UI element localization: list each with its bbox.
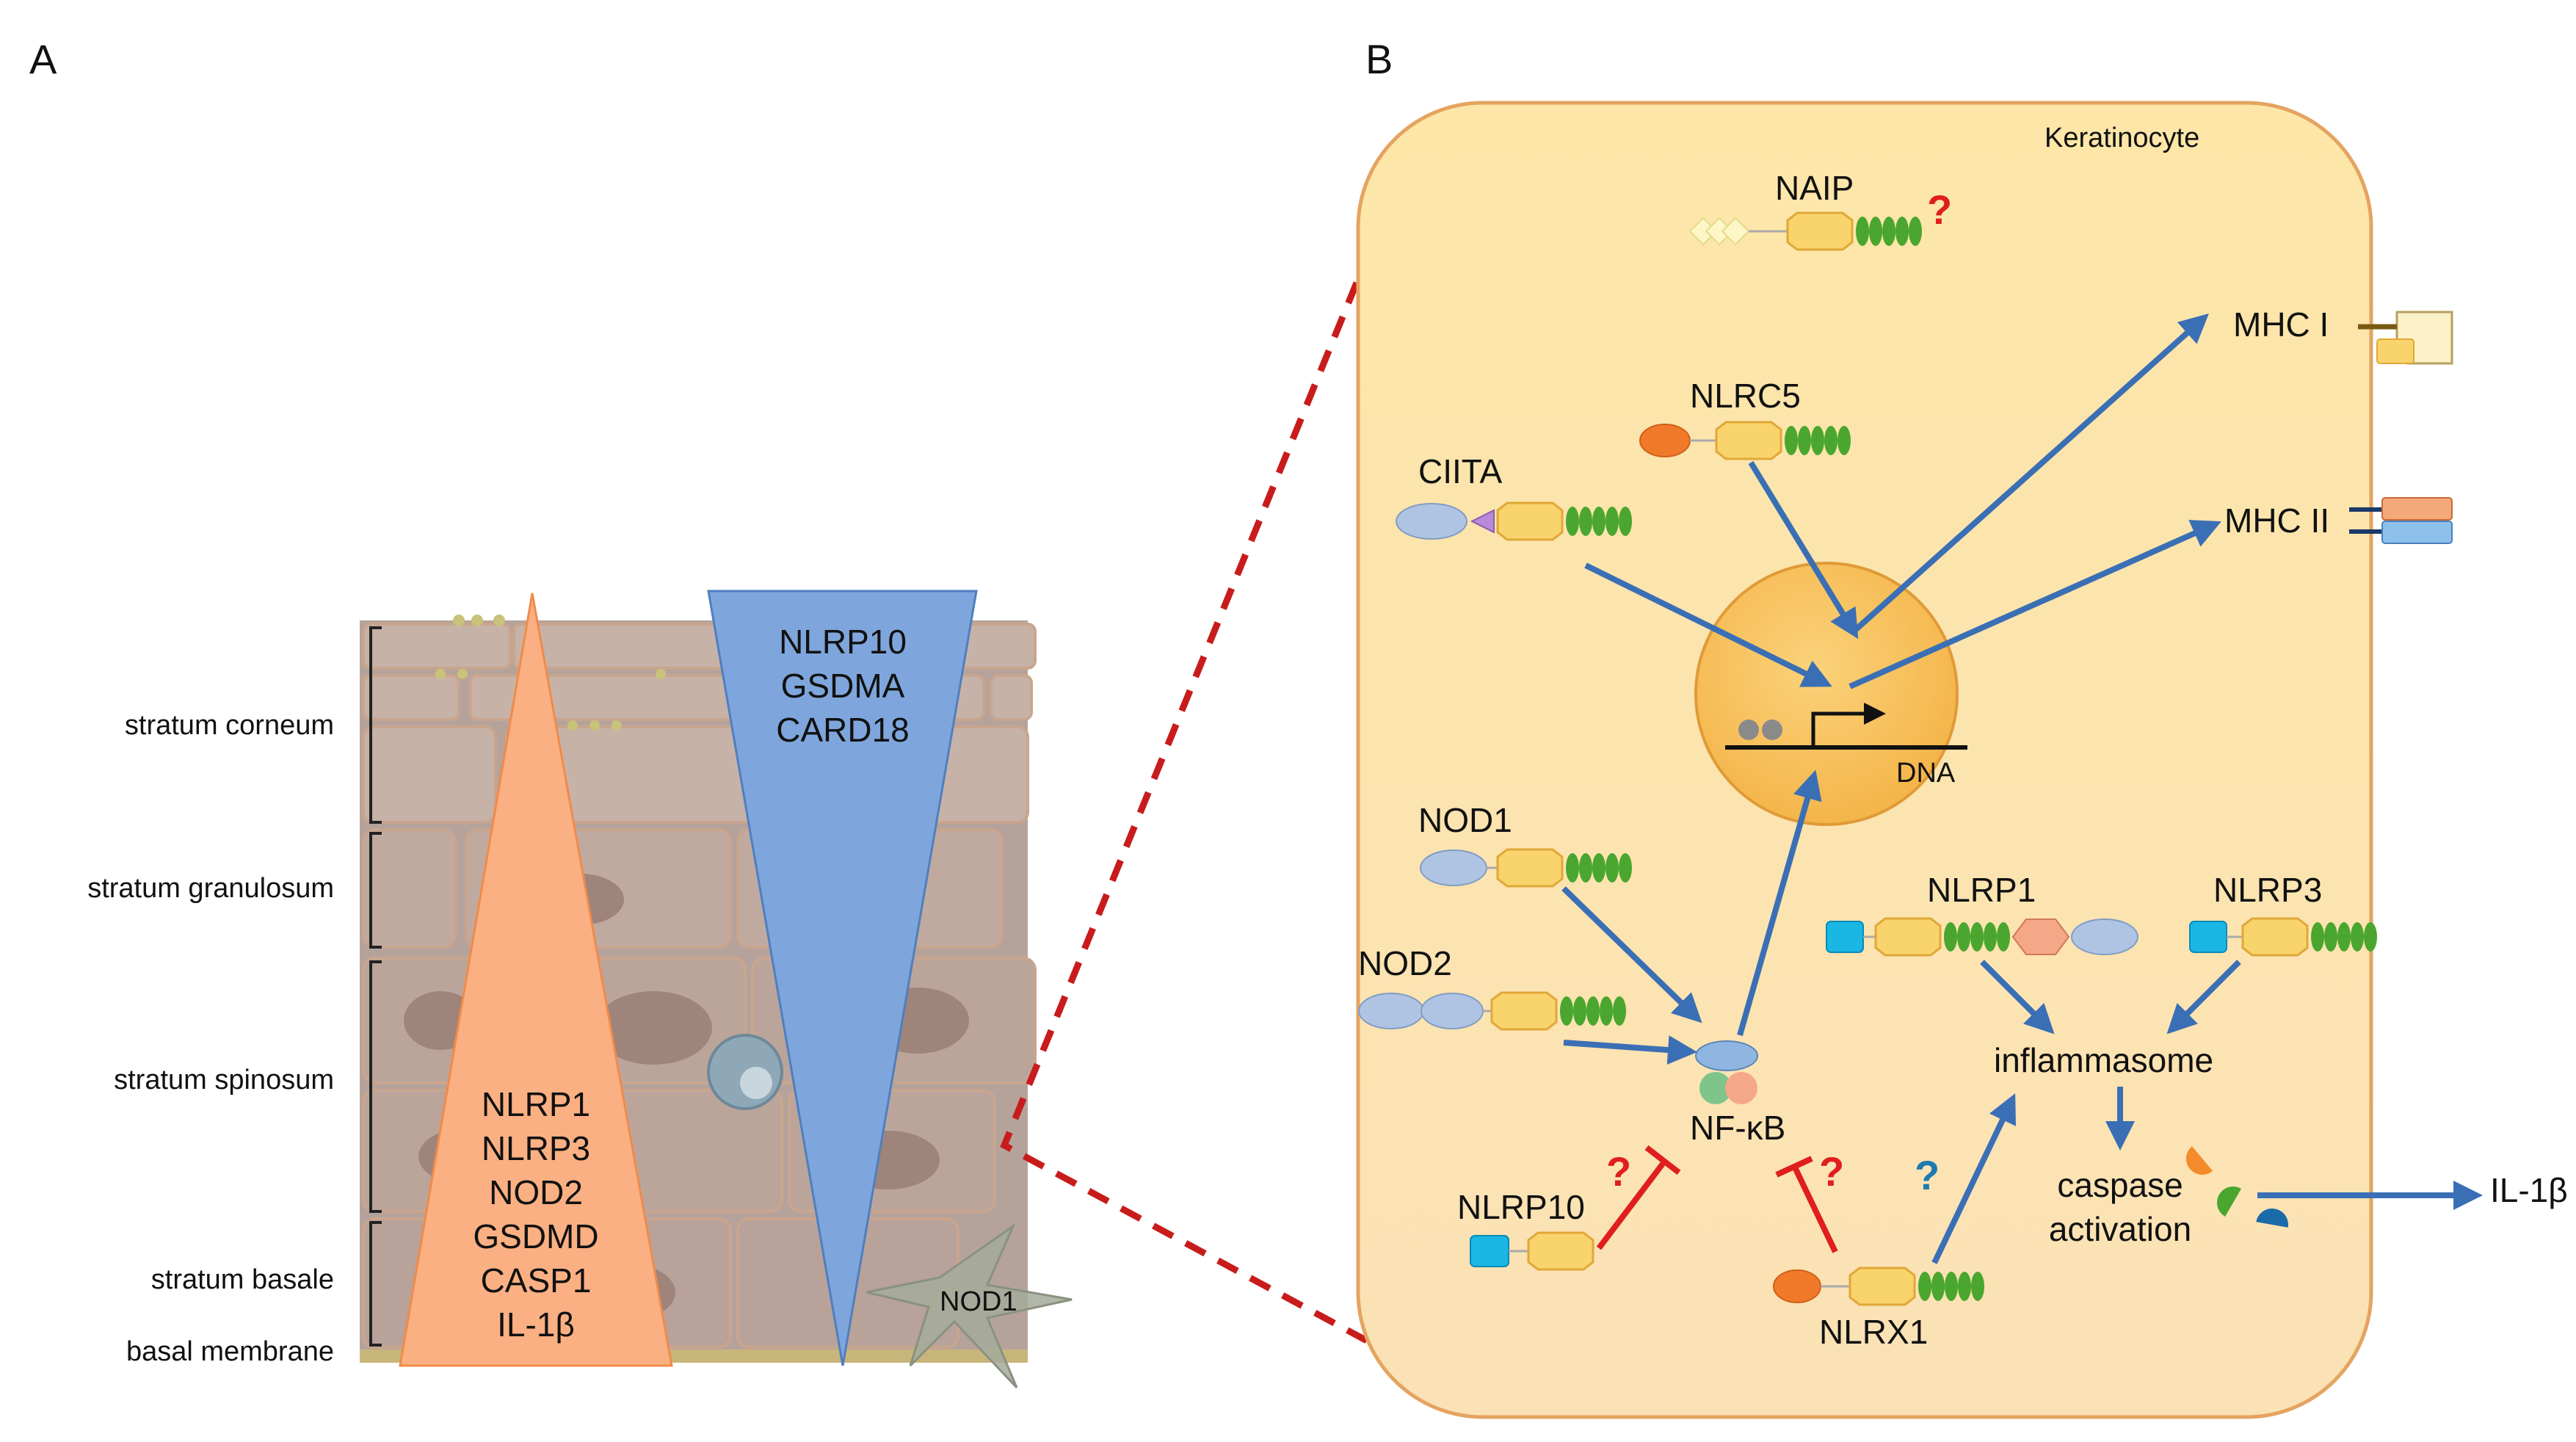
panel-label-a: A — [29, 36, 57, 82]
blue-label-2: GSDMA — [781, 667, 905, 705]
panel-label-b: B — [1365, 36, 1393, 82]
nlrp10-protein — [1470, 1231, 1594, 1271]
inhibit-nlrx1-nfkb — [1792, 1166, 1838, 1253]
dna-strand — [1725, 703, 1967, 750]
naip-question: ? — [1927, 186, 1952, 233]
nlrc5-protein — [1639, 421, 1851, 460]
ciita-protein — [1396, 501, 1632, 541]
arrow-nfkb-to-dna — [1737, 769, 1822, 1037]
orange-label-6: IL-1β — [497, 1305, 575, 1344]
layer-label-granulosum: stratum granulosum — [87, 873, 334, 904]
arrow-nlrp1-to-inflammasome — [1980, 960, 2055, 1035]
blue-triangle: NLRP10 GSDMA CARD18 — [707, 590, 978, 1366]
nfkb-label: NF-κB — [1690, 1109, 1785, 1147]
arrow-nod2-to-nfkb — [1563, 1035, 1697, 1065]
caspase-fragments — [2186, 1146, 2288, 1228]
ciita-label: CIITA — [1418, 452, 1502, 490]
arrow-nlrx1-to-inflammasome — [1931, 1093, 2016, 1264]
naip-protein — [1688, 211, 1922, 251]
nod1-protein — [1420, 848, 1632, 888]
layer-label-spinosum: stratum spinosum — [114, 1065, 334, 1095]
arrow-nod1-to-nfkb — [1561, 886, 1702, 1023]
nlrc5-label: NLRC5 — [1690, 377, 1801, 415]
caspase-label-line1: caspase — [2057, 1166, 2183, 1204]
nlrx1-question: ? — [1819, 1148, 1844, 1195]
orange-label-4: GSDMD — [473, 1217, 598, 1256]
nlrp1-label: NLRP1 — [1927, 871, 2036, 909]
nucleus — [1694, 562, 1959, 826]
activation-arrows — [1561, 313, 2483, 1264]
layer-label-basal-membrane: basal membrane — [126, 1336, 334, 1367]
cell-title: Keratinocyte — [2045, 123, 2199, 153]
arrow-nlrp3-to-inflammasome — [2166, 960, 2241, 1035]
nlrp1-protein — [1826, 917, 2138, 957]
inflammasome-label: inflammasome — [1994, 1041, 2213, 1079]
orange-label-2: NLRP3 — [482, 1129, 590, 1167]
nod2-protein — [1358, 991, 1626, 1031]
orange-label-5: CASP1 — [481, 1261, 592, 1300]
nlrx1-inflammasome-question: ? — [1915, 1152, 1940, 1198]
naip-label: NAIP — [1775, 169, 1854, 207]
dna-label: DNA — [1896, 758, 1956, 789]
zoom-lines — [1000, 281, 1415, 1369]
arrow-ciita-to-dna — [1584, 562, 1832, 687]
nlrx1-label: NLRX1 — [1819, 1313, 1928, 1351]
inhibit-nlrp10-nfkb — [1596, 1162, 1666, 1250]
nfkb-complex — [1695, 1040, 1758, 1104]
blue-label-3: CARD18 — [776, 711, 910, 749]
mhc1-molecule — [2358, 311, 2453, 365]
layer-labels: stratum corneum stratum granulosum strat… — [87, 626, 382, 1367]
blue-label-1: NLRP10 — [779, 623, 907, 661]
orange-label-3: NOD2 — [489, 1173, 583, 1211]
mhc2-molecule — [2349, 497, 2453, 544]
mhc1-label: MHC I — [2233, 305, 2329, 344]
nlrp10-question: ? — [1606, 1148, 1631, 1195]
mhc2-label: MHC II — [2224, 501, 2329, 540]
nlrx1-protein — [1773, 1267, 1984, 1306]
inhibition-lines — [1596, 1145, 1838, 1253]
orange-label-1: NLRP1 — [482, 1085, 590, 1123]
nod1-star-cell: NOD1 — [866, 1222, 1073, 1389]
nod1-star-label: NOD1 — [940, 1286, 1017, 1317]
arrow-nlrc5-to-dna — [1748, 460, 1859, 640]
il1b-label: IL-1β — [2490, 1171, 2568, 1209]
caspase-label-line2: activation — [2049, 1210, 2191, 1248]
nod1-label: NOD1 — [1418, 801, 1512, 839]
nod2-label: NOD2 — [1358, 944, 1452, 982]
arrow-dna-to-mhc2 — [1848, 520, 2221, 689]
nlrp3-protein — [2189, 917, 2377, 957]
nlrp3-label: NLRP3 — [2213, 871, 2322, 909]
layer-label-basale: stratum basale — [151, 1264, 334, 1295]
arrow-dna-to-mhc1 — [1851, 313, 2209, 634]
nlrp10-label: NLRP10 — [1457, 1188, 1585, 1226]
layer-label-corneum: stratum corneum — [125, 710, 334, 741]
orange-triangle: NLRP1 NLRP3 NOD2 GSDMD CASP1 IL-1β — [399, 593, 673, 1367]
